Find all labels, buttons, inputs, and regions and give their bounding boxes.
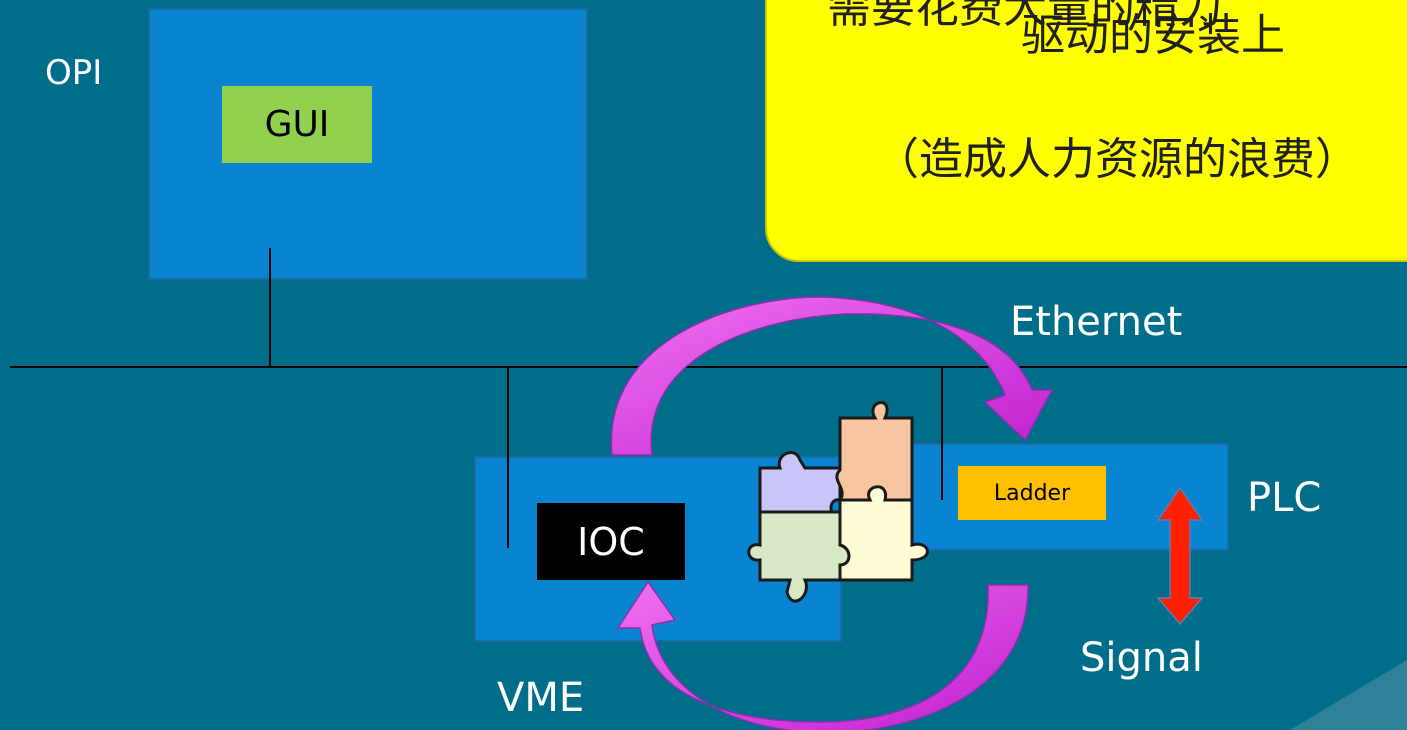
callout-line-3: （造成人力资源的浪费） <box>875 134 1359 185</box>
ioc-label: IOC <box>577 519 645 564</box>
ladder-tag: Ladder <box>958 466 1106 520</box>
top-curved-arrow <box>610 296 1054 456</box>
callout-box: 需要花费大量的精力 驱动的安装上 （造成人力资源的浪费） <box>765 0 1407 262</box>
plc-label: PLC <box>1247 475 1322 521</box>
bottom-curved-arrow <box>616 580 1029 730</box>
gui-label: GUI <box>264 104 330 145</box>
signal-label: Signal <box>1080 635 1203 681</box>
signal-arrow <box>1156 486 1204 626</box>
callout-line-1: 需要花费大量的精力 <box>827 0 1223 33</box>
ladder-label: Ladder <box>993 480 1071 506</box>
vme-label: VME <box>497 675 585 721</box>
opi-label: OPI <box>45 53 103 93</box>
callout-line-2: 驱动的安装上 <box>1021 10 1285 61</box>
gui-tag: GUI <box>222 86 372 163</box>
ioc-tag: IOC <box>537 503 685 580</box>
ethernet-label: Ethernet <box>1010 299 1183 345</box>
puzzle-icon <box>747 401 929 603</box>
ethernet-bus <box>10 248 1407 548</box>
corner-decoration <box>1290 660 1407 730</box>
